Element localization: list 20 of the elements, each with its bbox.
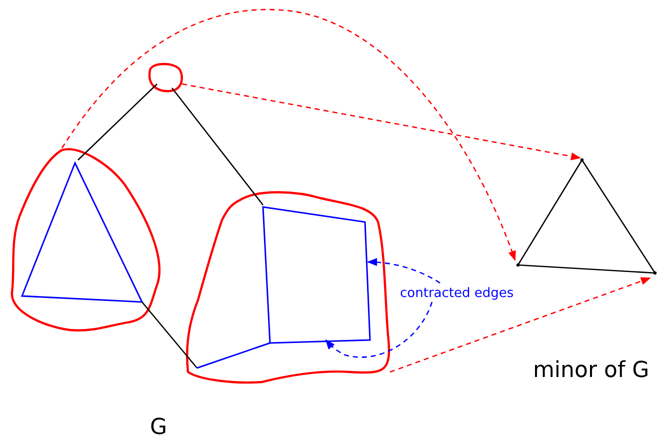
arrow <box>61 9 516 261</box>
vertex-set-outline <box>148 62 183 92</box>
vertex-dot <box>653 271 657 275</box>
vertex-dot <box>580 158 584 162</box>
graph-edge <box>581 160 656 274</box>
arrow <box>367 258 440 284</box>
vertex-dot <box>516 263 520 267</box>
graph-edge <box>171 88 264 206</box>
vertex-set-outline <box>186 191 390 384</box>
graph-edge <box>518 264 656 274</box>
vertex-set-outline <box>10 148 160 332</box>
graph-edge <box>142 302 198 368</box>
annotation-text: contracted edges <box>400 286 514 301</box>
graph-edge <box>517 160 583 266</box>
graph-label: G <box>150 415 168 440</box>
arrow <box>325 302 433 358</box>
graph-edge <box>78 84 158 160</box>
arrow <box>182 83 581 160</box>
arrow <box>390 277 651 373</box>
graph-label: minor of G <box>533 358 650 383</box>
